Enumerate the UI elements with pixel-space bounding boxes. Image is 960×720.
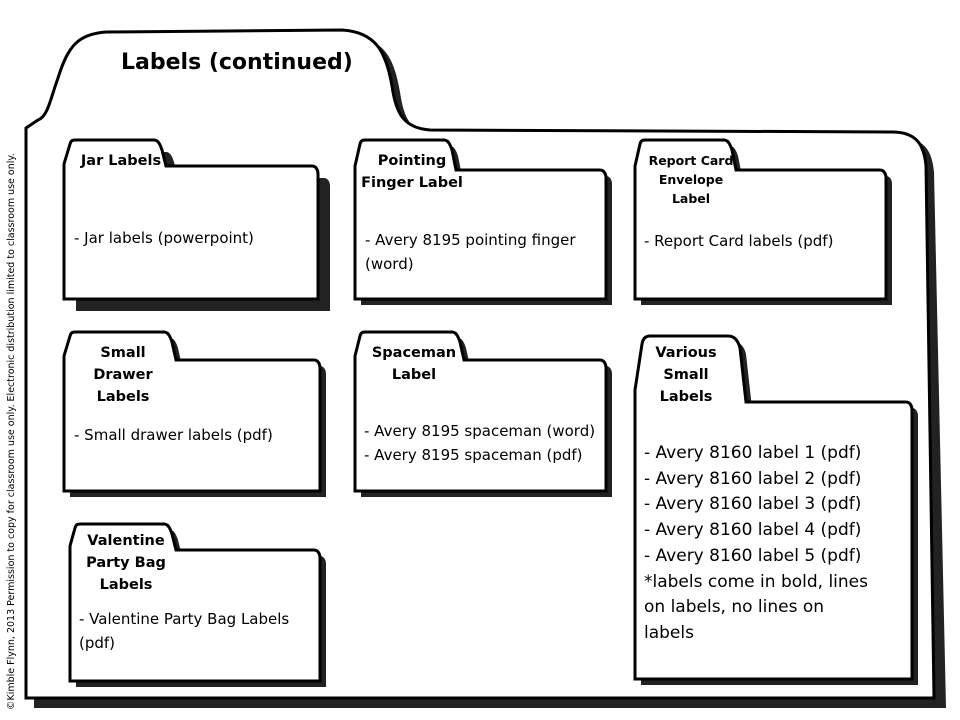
folder-jar-tab-title: Jar Labels xyxy=(80,153,162,169)
folder-valentine-link[interactable]: - Valentine Party Bag Labels (pdf) xyxy=(79,610,290,652)
folder-valentine xyxy=(68,522,326,687)
folder-pointing xyxy=(353,138,612,305)
folder-valentine-tab-title: Valentine Party Bag Labels xyxy=(86,533,166,593)
page-title: Labels (continued) xyxy=(121,50,353,75)
folder-spaceman-tab-title: Spaceman Label xyxy=(371,345,457,383)
folder-various xyxy=(633,334,918,685)
folder-jar xyxy=(62,138,330,311)
copyright-notice: ©Kimble Flynn, 2013 Permission to copy f… xyxy=(6,153,17,710)
folder-pointing-link[interactable]: - Avery 8195 pointing finger (word) xyxy=(365,231,576,273)
folder-spaceman-links[interactable]: - Avery 8195 spaceman (word) - Avery 819… xyxy=(364,422,596,464)
folder-drawer-tab-title: Small Drawer Labels xyxy=(93,345,153,405)
folder-various-links[interactable]: - Avery 8160 label 1 (pdf) - Avery 8160 … xyxy=(644,443,868,643)
folder-spaceman xyxy=(353,330,612,497)
folder-report-tab-title: Report Card Envelope Label xyxy=(648,153,734,206)
folder-various-tab-title: Various Small Labels xyxy=(655,345,717,405)
folder-report xyxy=(633,138,892,305)
folder-jar-link[interactable]: - Jar labels (powerpoint) xyxy=(74,229,254,247)
folder-drawer xyxy=(62,330,326,497)
folder-pointing-tab-title: Pointing Finger Label xyxy=(361,153,463,191)
folder-drawer-link[interactable]: - Small drawer labels (pdf) xyxy=(74,426,273,444)
folder-report-link[interactable]: - Report Card labels (pdf) xyxy=(644,232,834,250)
